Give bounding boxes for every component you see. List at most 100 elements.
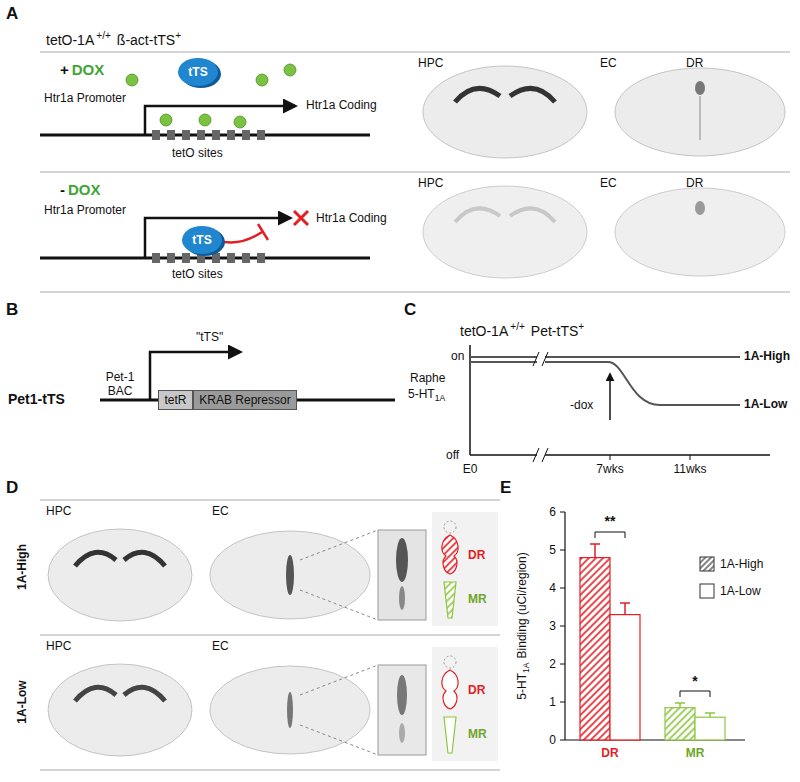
art-shape [199, 114, 211, 126]
repressor-blob: tTS [182, 226, 222, 254]
label-text: HPC [418, 176, 443, 190]
art-shape [152, 253, 160, 263]
label-text: MR [686, 746, 705, 760]
art-shape [40, 292, 790, 293]
art-shape [126, 74, 138, 86]
art-shape [560, 512, 565, 740]
art-shape [533, 448, 539, 462]
art-shape [695, 201, 705, 215]
art-shape [690, 455, 691, 460]
art-shape [40, 172, 790, 173]
art-shape [542, 448, 548, 462]
art-shape [705, 712, 715, 714]
art-shape [48, 529, 192, 621]
art-shape [152, 130, 160, 140]
text-line: 5-HT1ABinding (uCi/region) [514, 552, 534, 699]
art-shape [423, 186, 587, 278]
art-shape [242, 253, 250, 263]
label-text: 5 [536, 543, 556, 557]
art-shape [444, 582, 456, 618]
art-shape [510, 88, 555, 102]
art-shape [300, 590, 378, 620]
art-shape [256, 74, 268, 86]
art-shape [510, 208, 555, 222]
art-shape [470, 356, 740, 358]
label-text: * [692, 674, 697, 688]
label-text: tetO-1A [46, 32, 94, 48]
panel-letter: D [6, 478, 18, 497]
art-shape [397, 675, 407, 715]
text-line: +DOX [60, 62, 104, 78]
art-shape [444, 521, 456, 533]
art-shape [680, 691, 710, 697]
label-text: HPC [418, 56, 443, 70]
script-text: + [578, 321, 584, 332]
label-text: "tTS" [196, 330, 223, 344]
art-shape [210, 531, 370, 619]
art-shape [542, 352, 548, 366]
row-label: 1A-High [15, 544, 29, 590]
art-shape [167, 130, 175, 140]
label-text: Htr1a Promoter [44, 203, 126, 217]
art-shape [455, 208, 500, 222]
label-text: 3 [536, 619, 556, 633]
art-shape [300, 725, 378, 755]
art-shape [560, 588, 565, 589]
node-text: KRAB Repressor [199, 393, 290, 407]
label-text: DOX [68, 181, 101, 198]
art-shape [432, 647, 498, 761]
art-shape [145, 218, 290, 258]
label-text: Htr1a Coding [306, 98, 377, 112]
label-text: on [451, 349, 464, 363]
art-shape [700, 557, 714, 571]
art-shape [182, 253, 190, 263]
art-shape [160, 114, 172, 126]
label-text: 5-HT [408, 387, 435, 401]
art-shape [124, 552, 165, 566]
panel-a-art [40, 52, 790, 292]
label-text: 1 [536, 695, 556, 709]
art-shape [40, 635, 500, 636]
blob-body [178, 58, 218, 86]
panel-e-chart [560, 512, 745, 740]
label-text: MR [468, 592, 487, 606]
art-shape [610, 615, 640, 740]
art-shape [152, 130, 265, 140]
art-shape [665, 708, 695, 740]
art-shape [234, 116, 246, 128]
panel-letter: C [404, 300, 416, 319]
art-shape [675, 703, 715, 717]
art-shape [294, 211, 308, 225]
repressor-blob: tTS [178, 58, 218, 86]
art-shape [580, 558, 610, 740]
art-shape [560, 550, 565, 551]
art-shape [212, 130, 220, 140]
art-shape [75, 687, 116, 701]
label-text: DR [468, 548, 485, 562]
art-shape [40, 500, 500, 501]
art-shape [624, 603, 626, 614]
label-text: Pet-1 BAC [96, 370, 144, 398]
label-text: EC [600, 56, 617, 70]
art-shape [378, 530, 426, 620]
art-shape [560, 626, 565, 627]
art-shape [378, 665, 426, 755]
label-text: DOX [72, 61, 105, 78]
legend-text: 1A-Low [720, 584, 761, 598]
label-text: + [60, 61, 69, 78]
label-text: Htr1a Coding [316, 211, 387, 225]
art-shape [560, 702, 565, 703]
panel-c-chart [470, 345, 770, 462]
art-shape [675, 702, 685, 704]
art-shape [284, 64, 296, 76]
art-shape [227, 130, 235, 140]
label-text: tetO sites [172, 267, 223, 281]
label-text: off [446, 448, 459, 462]
art-shape [620, 602, 630, 604]
text-line: -DOX [60, 182, 101, 198]
label-text: 11wks [673, 462, 706, 476]
script-text: +/+ [510, 321, 525, 332]
art-shape [590, 543, 600, 545]
art-shape [470, 454, 770, 456]
node-text: tTS [192, 233, 211, 247]
